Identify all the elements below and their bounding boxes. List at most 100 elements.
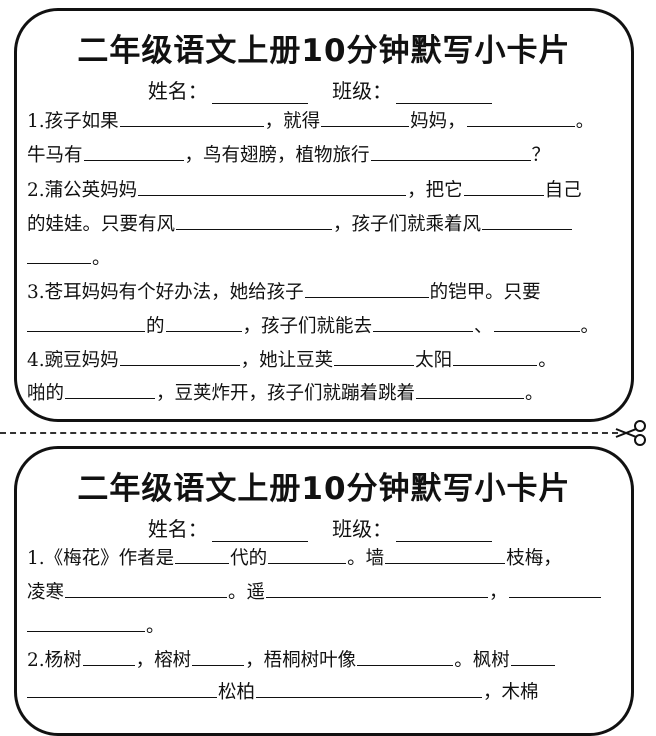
question-line: 2.蒲公英妈妈 ，把它 自己 xyxy=(27,175,623,203)
text-segment: 4.豌豆妈妈 xyxy=(27,350,119,371)
name-label: 姓名： xyxy=(147,517,208,541)
text-segment: 3.苍耳妈妈有个好办法，她给孩子 xyxy=(27,282,304,303)
question-line: 的 ，孩子们就能去 、 。 xyxy=(27,311,623,339)
text-segment: ，孩子们就能去 xyxy=(242,316,373,337)
answer-blank[interactable] xyxy=(416,378,525,399)
text-segment: ？ xyxy=(531,145,551,166)
class-blank[interactable] xyxy=(396,521,493,542)
text-segment: 的娃娃。只要有风 xyxy=(27,214,176,235)
answer-blank[interactable] xyxy=(508,577,601,598)
answer-blank[interactable] xyxy=(176,209,333,230)
name-class-row: 姓名： 班级： xyxy=(17,513,631,542)
text-segment: 。 xyxy=(92,248,111,269)
card-title: 二年级语文上册10分钟默写小卡片 xyxy=(77,471,571,507)
text-segment: 。墙 xyxy=(347,548,385,569)
dictation-card-1: 二年级语文上册10分钟默写小卡片 姓名： 班级： 1.孩子如果 ，就得 妈妈， 。 牛… xyxy=(14,8,634,422)
text-segment: 、 xyxy=(474,316,493,337)
answer-blank[interactable] xyxy=(357,645,454,666)
text-segment: 凌寒 xyxy=(27,582,65,603)
text-segment: ，把它 xyxy=(407,180,463,201)
name-class-row: 姓名： 班级： xyxy=(17,75,631,104)
scissors-icon xyxy=(615,420,646,446)
answer-blank[interactable] xyxy=(119,106,264,127)
answer-blank[interactable] xyxy=(138,175,407,196)
answer-blank[interactable] xyxy=(321,106,410,127)
question-line: 4.豌豆妈妈 ，她让豆荚 太阳 。 xyxy=(27,345,623,373)
name-label: 姓名： xyxy=(147,79,208,103)
answer-blank[interactable] xyxy=(27,311,145,332)
text-segment: 。遥 xyxy=(228,582,266,603)
name-blank[interactable] xyxy=(211,521,308,542)
text-segment: 枝梅， xyxy=(506,548,562,569)
question-line: 。 xyxy=(27,611,623,639)
text-segment: 2.蒲公英妈妈 xyxy=(27,180,138,201)
text-segment: 。 xyxy=(580,316,600,337)
answer-blank[interactable] xyxy=(482,209,573,230)
answer-blank[interactable] xyxy=(165,311,242,332)
question-line: 牛马有 ，鸟有翅膀，植物旅行 ？ xyxy=(27,140,623,168)
answer-blank[interactable] xyxy=(83,140,184,161)
text-segment: 松柏 xyxy=(218,682,256,703)
question-line: 1.孩子如果 ，就得 妈妈， 。 xyxy=(27,106,623,134)
text-segment: 2.杨树 xyxy=(27,650,82,671)
text-segment: ，孩子们就乘着风 xyxy=(333,214,482,235)
text-segment: 太阳 xyxy=(415,350,453,371)
answer-blank[interactable] xyxy=(373,311,474,332)
question-line: 1.《梅花》作者是 代的 。墙 枝梅， xyxy=(27,543,623,571)
text-segment: ，就得 xyxy=(264,111,321,132)
answer-blank[interactable] xyxy=(304,277,429,298)
question-line: 3.苍耳妈妈有个好办法，她给孩子 的铠甲。只要 xyxy=(27,277,623,305)
answer-blank[interactable] xyxy=(266,577,489,598)
answer-blank[interactable] xyxy=(385,543,506,564)
text-segment: 代的 xyxy=(230,548,268,569)
text-segment: ， xyxy=(489,582,508,603)
answer-blank[interactable] xyxy=(27,243,91,264)
text-segment: ，榕树 xyxy=(135,650,192,671)
dictation-card-2: 二年级语文上册10分钟默写小卡片 姓名： 班级： 1.《梅花》作者是 代的 。墙 枝梅… xyxy=(14,446,634,736)
answer-blank[interactable] xyxy=(510,645,555,666)
text-segment: 1.《梅花》作者是 xyxy=(27,548,175,569)
card-title: 二年级语文上册10分钟默写小卡片 xyxy=(77,33,571,69)
text-segment: 1.孩子如果 xyxy=(27,111,119,132)
question-line: 啪的 ，豆荚炸开，孩子们就蹦着跳着 。 xyxy=(27,378,623,406)
text-segment: 。 xyxy=(146,616,165,637)
text-segment: 的 xyxy=(146,316,165,337)
cut-line xyxy=(0,432,618,434)
text-segment: ，豆荚炸开，孩子们就蹦着跳着 xyxy=(156,383,416,404)
answer-blank[interactable] xyxy=(493,311,580,332)
answer-blank[interactable] xyxy=(268,543,347,564)
class-label: 班级： xyxy=(332,517,393,541)
answer-blank[interactable] xyxy=(65,577,228,598)
text-segment: 的铠甲。只要 xyxy=(429,282,541,303)
text-segment: 。枫树 xyxy=(454,650,510,671)
text-segment: 。 xyxy=(525,383,544,404)
class-blank[interactable] xyxy=(396,83,493,104)
answer-blank[interactable] xyxy=(192,645,245,666)
text-segment: ，梧桐树叶像 xyxy=(245,650,357,671)
question-line: 。 xyxy=(27,243,623,271)
answer-blank[interactable] xyxy=(453,345,538,366)
answer-blank[interactable] xyxy=(65,378,156,399)
answer-blank[interactable] xyxy=(466,106,575,127)
class-label: 班级： xyxy=(332,79,393,103)
answer-blank[interactable] xyxy=(119,345,240,366)
question-line: 凌寒 。遥 ， xyxy=(27,577,623,605)
text-segment: 妈妈， xyxy=(410,111,466,132)
answer-blank[interactable] xyxy=(175,543,230,564)
text-segment: 自己 xyxy=(544,180,582,201)
text-segment: 。 xyxy=(538,350,557,371)
answer-blank[interactable] xyxy=(463,175,544,196)
question-line: 2.杨树 ，榕树 ，梧桐树叶像 。枫树 xyxy=(27,645,623,673)
text-segment: 啪的 xyxy=(27,383,65,404)
text-segment: ，她让豆荚 xyxy=(240,350,334,371)
answer-blank[interactable] xyxy=(370,140,531,161)
question-line: 松柏，木棉 xyxy=(27,677,623,705)
text-segment: 。 xyxy=(575,111,595,132)
text-segment: ，鸟有翅膀，植物旅行 xyxy=(184,145,370,166)
answer-blank[interactable] xyxy=(27,611,145,632)
name-blank[interactable] xyxy=(211,83,308,104)
question-line: 的娃娃。只要有风 ，孩子们就乘着风 xyxy=(27,209,623,237)
answer-blank[interactable] xyxy=(334,345,415,366)
answer-blank[interactable] xyxy=(82,645,135,666)
text-segment: 牛马有 xyxy=(27,145,83,166)
